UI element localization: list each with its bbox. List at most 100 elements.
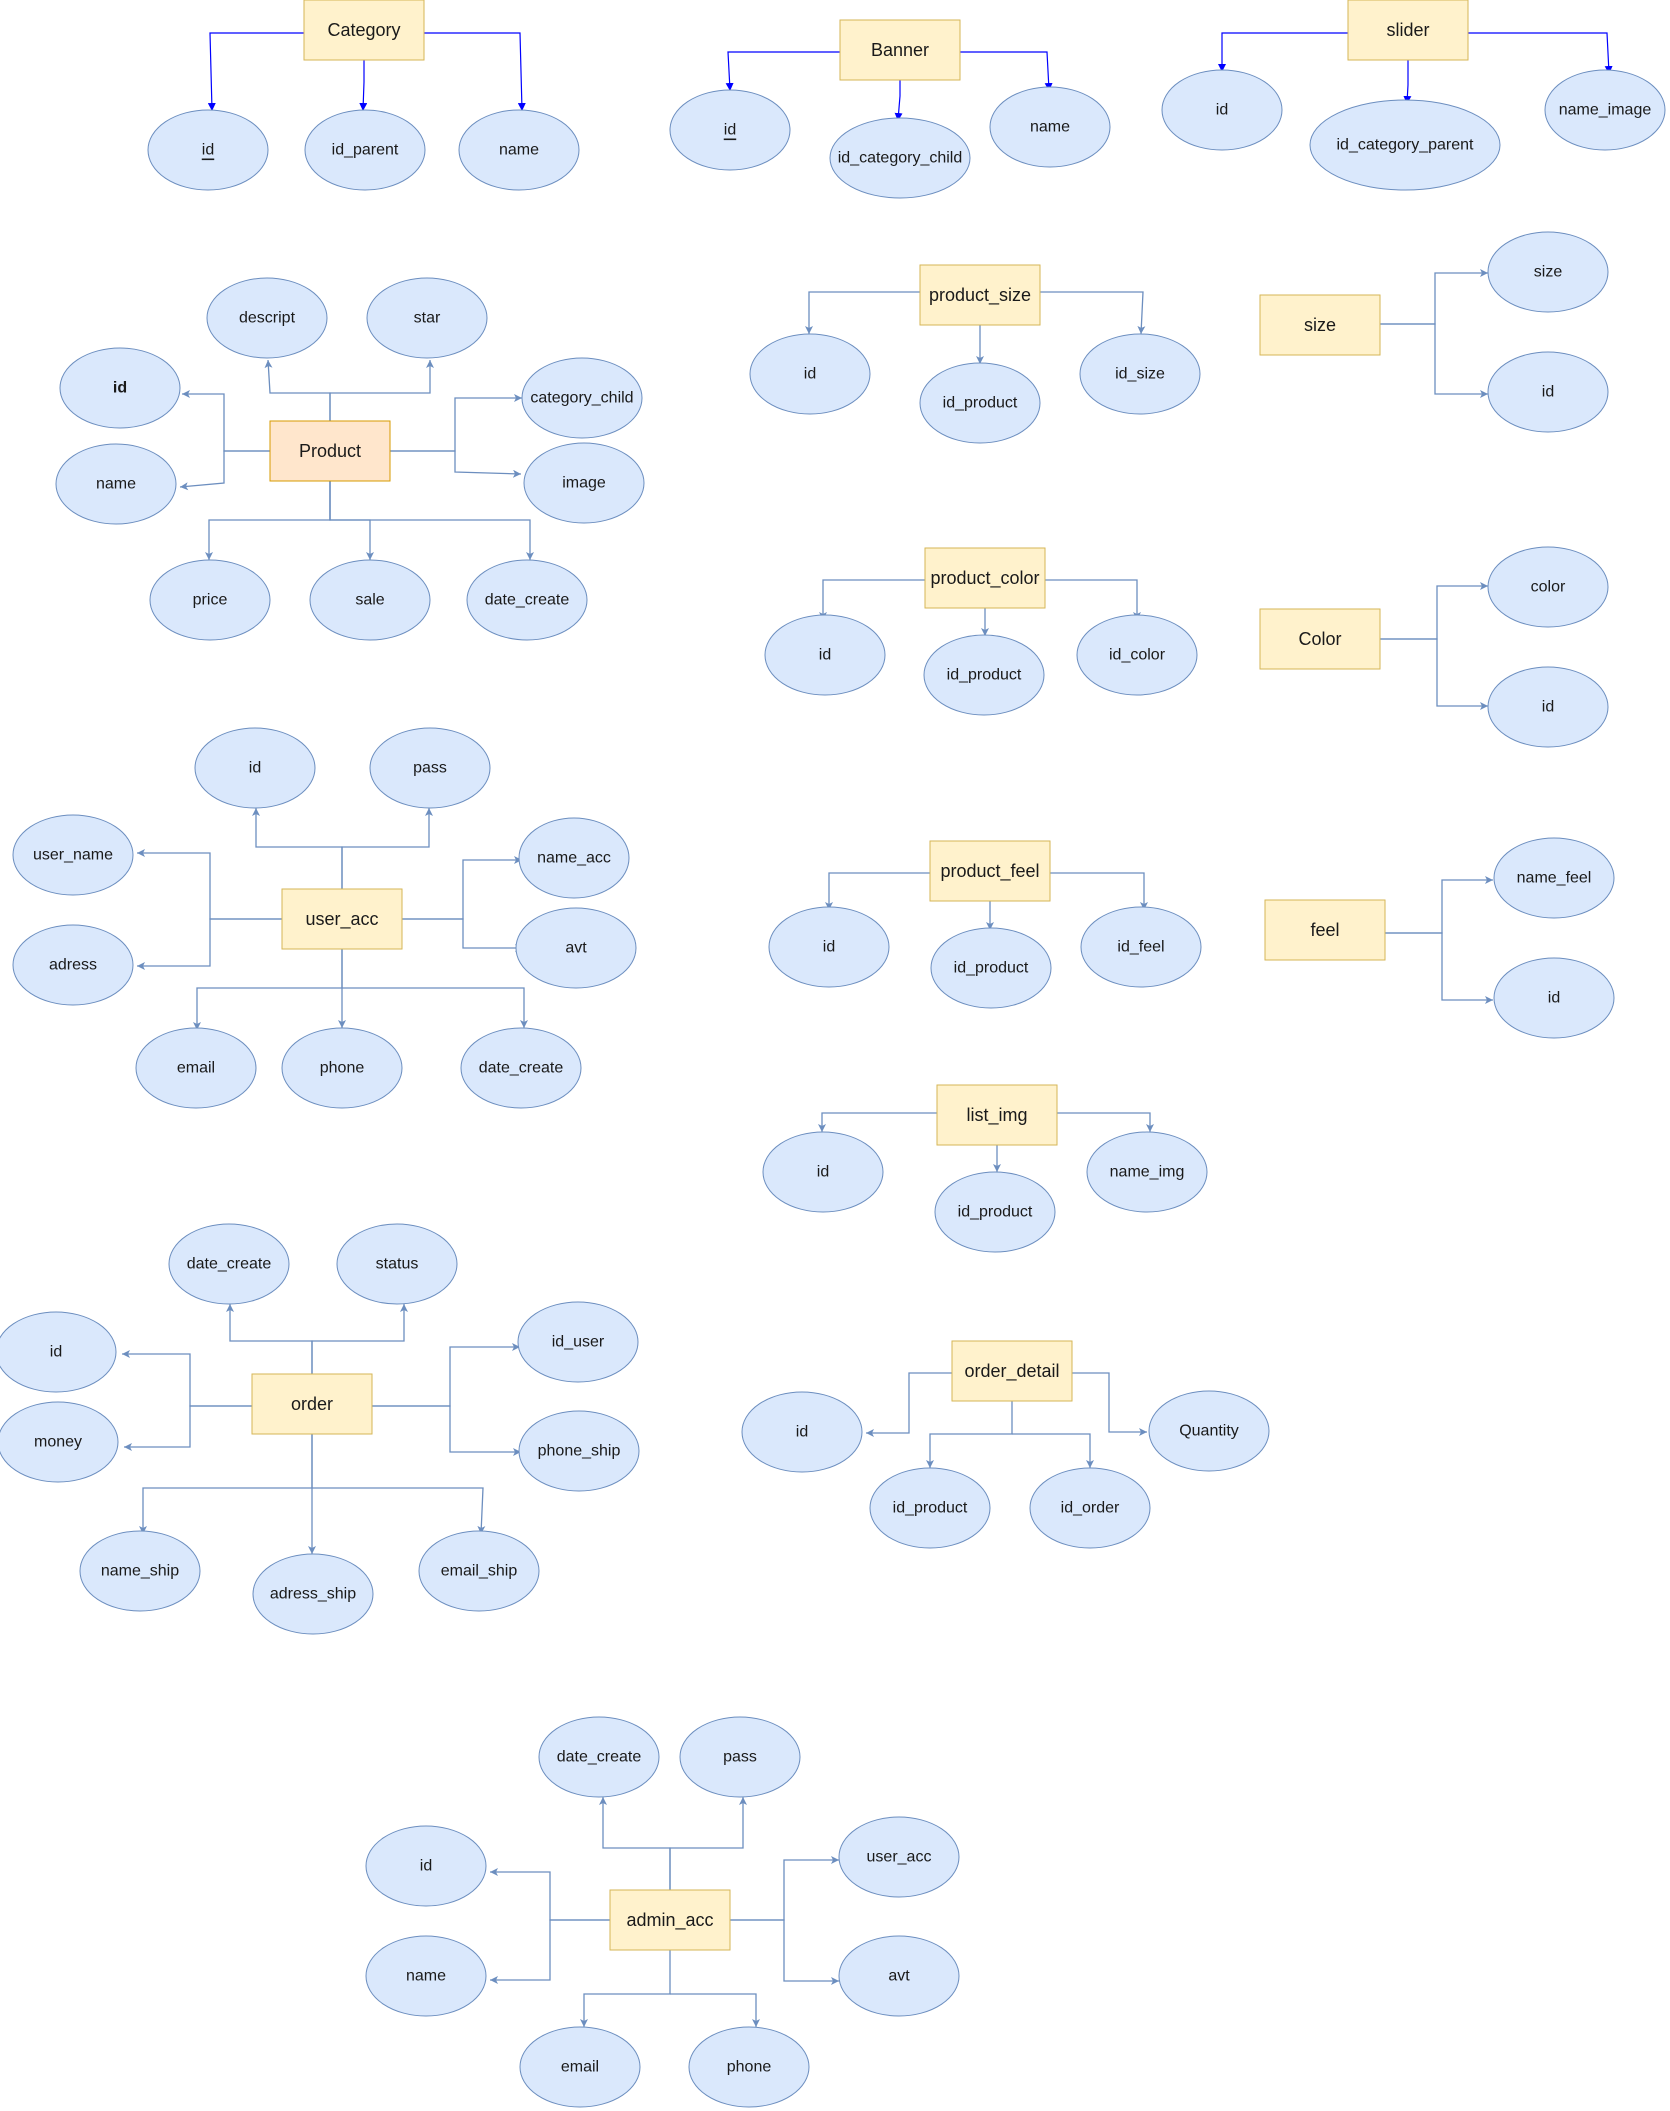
attribute-admin_acc-avt[interactable]: avt — [838, 1935, 960, 2017]
attribute-list_img-id[interactable]: id — [762, 1131, 884, 1213]
attribute-product-descript[interactable]: descript — [206, 277, 328, 359]
attribute-order_detail-id-order[interactable]: id_order — [1029, 1467, 1151, 1549]
attribute-order-money[interactable]: money — [0, 1401, 119, 1483]
entity-slider[interactable]: slider — [1347, 0, 1469, 61]
attribute-product-image[interactable]: image — [523, 442, 645, 524]
attribute-product_color-id[interactable]: id — [764, 614, 886, 696]
attribute-label: pass — [723, 1749, 757, 1766]
attribute-product-category-child[interactable]: category_child — [521, 357, 643, 439]
attribute-user_acc-id[interactable]: id — [194, 727, 316, 809]
entity-size[interactable]: size — [1259, 294, 1381, 356]
attribute-label: id — [1216, 102, 1228, 119]
connector-line — [960, 51, 1053, 91]
attribute-product-price[interactable]: price — [149, 559, 271, 641]
entity-product[interactable]: Product — [269, 420, 391, 482]
attribute-admin_acc-user-acc[interactable]: user_acc — [838, 1816, 960, 1898]
entity-product-feel[interactable]: product_feel — [929, 840, 1051, 902]
attribute-banner-name[interactable]: name — [989, 86, 1111, 168]
attribute-size-size[interactable]: size — [1487, 231, 1609, 313]
entity-product-size[interactable]: product_size — [919, 264, 1041, 326]
attribute-product-date-create[interactable]: date_create — [466, 559, 588, 641]
attribute-list_img-name-img[interactable]: name_img — [1086, 1131, 1208, 1213]
attribute-order-id[interactable]: id — [0, 1311, 117, 1393]
attribute-order-email-ship[interactable]: email_ship — [418, 1530, 540, 1612]
attribute-admin_acc-date-create[interactable]: date_create — [538, 1716, 660, 1798]
entity-list-img[interactable]: list_img — [936, 1084, 1058, 1146]
attribute-label: id — [202, 142, 214, 159]
entity-category[interactable]: Category — [303, 0, 425, 61]
entity-order[interactable]: order — [251, 1373, 373, 1435]
connector-line — [424, 32, 526, 111]
attribute-ellipse — [1148, 1390, 1270, 1472]
attribute-user_acc-pass[interactable]: pass — [369, 727, 491, 809]
attribute-user_acc-date-create[interactable]: date_create — [460, 1027, 582, 1109]
attribute-order_detail-Quantity[interactable]: Quantity — [1148, 1390, 1270, 1472]
attribute-product_feel-id[interactable]: id — [768, 906, 890, 988]
attribute-admin_acc-id[interactable]: id — [365, 1825, 487, 1907]
attribute-product_size-id-size[interactable]: id_size — [1079, 333, 1201, 415]
attribute-slider-id-category-parent[interactable]: id_category_parent — [1309, 99, 1501, 191]
attribute-color-id[interactable]: id — [1487, 666, 1609, 748]
attribute-admin_acc-email[interactable]: email — [519, 2026, 641, 2108]
attribute-order_detail-id[interactable]: id — [741, 1391, 863, 1473]
attribute-banner-id-category-child[interactable]: id_category_child — [829, 117, 971, 199]
attribute-feel-id[interactable]: id — [1493, 957, 1615, 1039]
attribute-product-star[interactable]: star — [366, 277, 488, 359]
attribute-admin_acc-phone[interactable]: phone — [688, 2026, 810, 2108]
connector-line — [205, 481, 331, 560]
attribute-user_acc-name-acc[interactable]: name_acc — [518, 817, 630, 899]
attribute-product_feel-id-product[interactable]: id_product — [930, 927, 1052, 1009]
attribute-product_color-id-product[interactable]: id_product — [923, 634, 1045, 716]
attribute-product-sale[interactable]: sale — [309, 559, 431, 641]
entity-banner[interactable]: Banner — [839, 19, 961, 81]
connector-line — [137, 849, 282, 920]
attribute-list_img-id-product[interactable]: id_product — [934, 1171, 1056, 1253]
attribute-admin_acc-pass[interactable]: pass — [679, 1716, 801, 1798]
entity-user-acc[interactable]: user_acc — [281, 888, 403, 950]
connector-line — [264, 359, 331, 421]
attribute-slider-name-image[interactable]: name_image — [1544, 69, 1666, 151]
entity-admin-acc[interactable]: admin_acc — [609, 1889, 731, 1951]
attribute-label: id_product — [954, 960, 1029, 977]
entity-feel[interactable]: feel — [1264, 899, 1386, 961]
attribute-ellipse — [1079, 333, 1201, 415]
attribute-order-adress-ship[interactable]: adress_ship — [252, 1553, 374, 1635]
attribute-user_acc-avt[interactable]: avt — [515, 907, 637, 989]
attribute-order-status[interactable]: status — [336, 1223, 458, 1305]
attribute-color-color[interactable]: color — [1487, 546, 1609, 628]
attribute-product_size-id[interactable]: id — [749, 333, 871, 415]
attribute-label: money — [34, 1434, 82, 1451]
attribute-label: name — [406, 1968, 446, 1985]
attribute-size-id[interactable]: id — [1487, 351, 1609, 433]
attribute-category-name[interactable]: name — [458, 109, 580, 191]
attribute-feel-name-feel[interactable]: name_feel — [1493, 837, 1615, 919]
attribute-product_feel-id-feel[interactable]: id_feel — [1080, 906, 1202, 988]
attribute-admin_acc-name[interactable]: name — [365, 1935, 487, 2017]
attribute-label: id_user — [552, 1334, 605, 1351]
attribute-label: date_create — [485, 592, 570, 609]
attribute-order-name-ship[interactable]: name_ship — [79, 1530, 201, 1612]
attribute-category-id-parent[interactable]: id_parent — [304, 109, 426, 191]
attribute-order-date-create[interactable]: date_create — [168, 1223, 290, 1305]
attribute-product-name[interactable]: name — [55, 443, 177, 525]
attribute-order-phone-ship[interactable]: phone_ship — [518, 1410, 640, 1492]
attribute-category-id[interactable]: id — [147, 109, 269, 191]
entity-box — [251, 1373, 373, 1435]
attribute-user_acc-email[interactable]: email — [135, 1027, 257, 1109]
attribute-label: id_product — [893, 1500, 968, 1517]
attribute-user_acc-phone[interactable]: phone — [281, 1027, 403, 1109]
attribute-product_size-id-product[interactable]: id_product — [919, 362, 1041, 444]
attribute-product-id[interactable]: id — [59, 347, 181, 429]
attribute-product_color-id-color[interactable]: id_color — [1076, 614, 1198, 696]
entity-order-detail[interactable]: order_detail — [951, 1340, 1073, 1402]
attribute-slider-id[interactable]: id — [1161, 69, 1283, 151]
attribute-banner-id[interactable]: id — [669, 89, 791, 171]
entity-color[interactable]: Color — [1259, 608, 1381, 670]
entity-product-color[interactable]: product_color — [924, 547, 1046, 609]
attribute-user_acc-user-name[interactable]: user_name — [12, 814, 134, 896]
attribute-order_detail-id-product[interactable]: id_product — [869, 1467, 991, 1549]
attribute-order-id-user[interactable]: id_user — [517, 1301, 639, 1383]
attribute-user_acc-adress[interactable]: adress — [12, 924, 134, 1006]
attribute-ellipse — [518, 817, 630, 899]
